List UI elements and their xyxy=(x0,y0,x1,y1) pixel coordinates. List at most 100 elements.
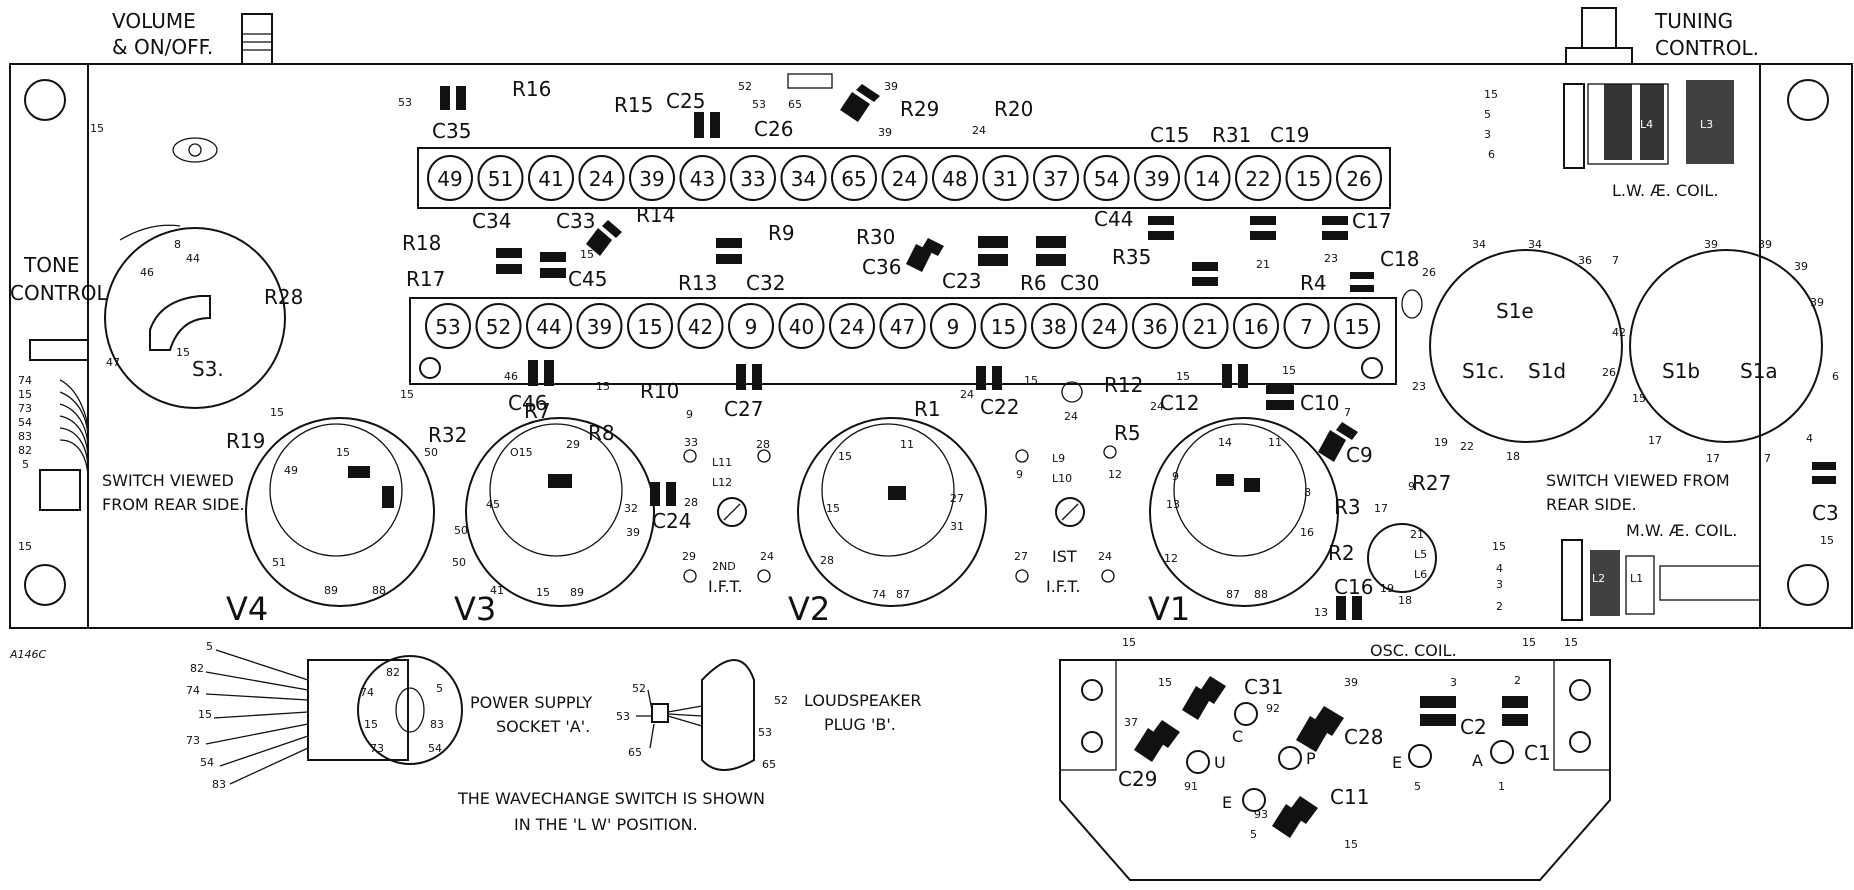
svg-text:47: 47 xyxy=(106,356,120,369)
tag-number: 47 xyxy=(890,315,915,339)
label-r18: R18 xyxy=(402,231,441,255)
svg-text:41: 41 xyxy=(490,584,504,597)
svg-text:50: 50 xyxy=(452,556,466,569)
svg-text:9: 9 xyxy=(1408,480,1415,493)
label-l1: L1 xyxy=(1630,572,1643,585)
power-supply-label-1: POWER SUPPLY xyxy=(470,693,592,712)
tone-spindle xyxy=(29,339,89,361)
tag-number: 38 xyxy=(1041,315,1066,339)
label-r3: R3 xyxy=(1334,495,1361,519)
label-r30: R30 xyxy=(856,225,895,249)
tag-terminal xyxy=(980,303,1027,349)
svg-text:39: 39 xyxy=(1794,260,1808,273)
mounting-hole-tr xyxy=(1787,79,1829,121)
svg-text:5: 5 xyxy=(206,640,213,653)
svg-text:52: 52 xyxy=(738,80,752,93)
svg-text:37: 37 xyxy=(1124,716,1138,729)
tuning-control-label: CONTROL. xyxy=(1655,36,1759,60)
svg-text:28: 28 xyxy=(756,438,770,451)
label-c32: C32 xyxy=(746,271,785,295)
tag-number: 16 xyxy=(1243,315,1268,339)
tag-number: 52 xyxy=(486,315,511,339)
svg-text:14: 14 xyxy=(1218,436,1232,449)
svg-text:2: 2 xyxy=(1514,674,1521,687)
svg-text:9: 9 xyxy=(686,408,693,421)
label-r14: R14 xyxy=(636,203,675,227)
svg-text:17: 17 xyxy=(1706,452,1720,465)
valve-v1-label: V1 xyxy=(1148,590,1190,628)
tag-terminal xyxy=(425,303,471,349)
valve-v2-label: V2 xyxy=(788,590,830,628)
label-c35: C35 xyxy=(432,119,471,143)
label-c9: C9 xyxy=(1346,443,1373,467)
svg-text:53: 53 xyxy=(398,96,412,109)
svg-text:50: 50 xyxy=(424,446,438,459)
tag-number: 22 xyxy=(1245,167,1270,191)
lw-coil-label: L.W. Æ. COIL. xyxy=(1612,181,1718,200)
svg-text:11: 11 xyxy=(900,438,914,451)
second-ift-label-2: I.F.T. xyxy=(708,577,742,596)
tuning-label: TUNING xyxy=(1654,9,1733,33)
wing-nut-icon xyxy=(172,137,218,163)
tag-terminal xyxy=(780,155,827,201)
loudspeaker-label-1: LOUDSPEAKER xyxy=(804,691,922,710)
svg-text:15: 15 xyxy=(826,502,840,515)
label-c18: C18 xyxy=(1380,247,1419,271)
tag-number: 15 xyxy=(991,315,1016,339)
label-r9: R9 xyxy=(768,221,795,245)
svg-text:9: 9 xyxy=(1172,470,1179,483)
label-c44: C44 xyxy=(1094,207,1133,231)
svg-text:91: 91 xyxy=(1184,780,1198,793)
tag-number: 39 xyxy=(639,167,664,191)
svg-text:15: 15 xyxy=(1122,636,1136,649)
label-r1: R1 xyxy=(914,397,941,421)
svg-text:7: 7 xyxy=(1612,254,1619,267)
svg-text:3: 3 xyxy=(1484,128,1491,141)
second-ift-label: 2ND xyxy=(712,560,736,573)
svg-text:24: 24 xyxy=(1064,410,1078,423)
svg-text:89: 89 xyxy=(570,586,584,599)
svg-text:17: 17 xyxy=(1374,502,1388,515)
label-c10: C10 xyxy=(1300,391,1339,415)
svg-text:3: 3 xyxy=(1450,676,1457,689)
mw-coil-label: M.W. Æ. COIL. xyxy=(1626,521,1737,540)
svg-text:73: 73 xyxy=(370,742,384,755)
tag-terminal xyxy=(831,155,877,201)
tag-terminal xyxy=(475,303,522,349)
tag-terminal xyxy=(778,303,825,349)
label-c23: C23 xyxy=(942,269,981,293)
tag-number: 33 xyxy=(740,167,765,191)
svg-text:46: 46 xyxy=(504,370,518,383)
label-r16: R16 xyxy=(512,77,551,101)
svg-text:13: 13 xyxy=(1314,606,1328,619)
label-r17: R17 xyxy=(406,267,445,291)
svg-text:15: 15 xyxy=(580,248,594,261)
label-r20: R20 xyxy=(994,97,1033,121)
svg-text:39: 39 xyxy=(1810,296,1824,309)
svg-text:15: 15 xyxy=(270,406,284,419)
label-s1a: S1a xyxy=(1740,359,1778,383)
label-r7: R7 xyxy=(524,399,551,423)
label-c27: C27 xyxy=(724,397,763,421)
mounting-hole-bl xyxy=(24,564,66,606)
svg-text:24: 24 xyxy=(972,124,986,137)
tag-terminal xyxy=(1235,155,1281,201)
svg-text:51: 51 xyxy=(272,556,286,569)
svg-text:15: 15 xyxy=(1282,364,1296,377)
label-c3: C3 xyxy=(1812,501,1839,525)
osc-coil: 21 L5 L6 18 C16 19 13 OSC. COIL. xyxy=(1314,523,1457,660)
tag-number: 42 xyxy=(688,315,713,339)
label-s1e: S1e xyxy=(1496,299,1534,323)
svg-text:15: 15 xyxy=(364,718,378,731)
svg-text:19: 19 xyxy=(1434,436,1448,449)
tuning-spindle xyxy=(1565,7,1633,65)
svg-text:34: 34 xyxy=(1528,238,1542,251)
aerial-letter-c: C xyxy=(1232,727,1243,746)
switch-viewed-right-1: SWITCH VIEWED FROM xyxy=(1546,471,1730,490)
svg-text:82: 82 xyxy=(386,666,400,679)
mounting-hole-tl xyxy=(24,79,66,121)
tag-terminal xyxy=(879,303,926,349)
